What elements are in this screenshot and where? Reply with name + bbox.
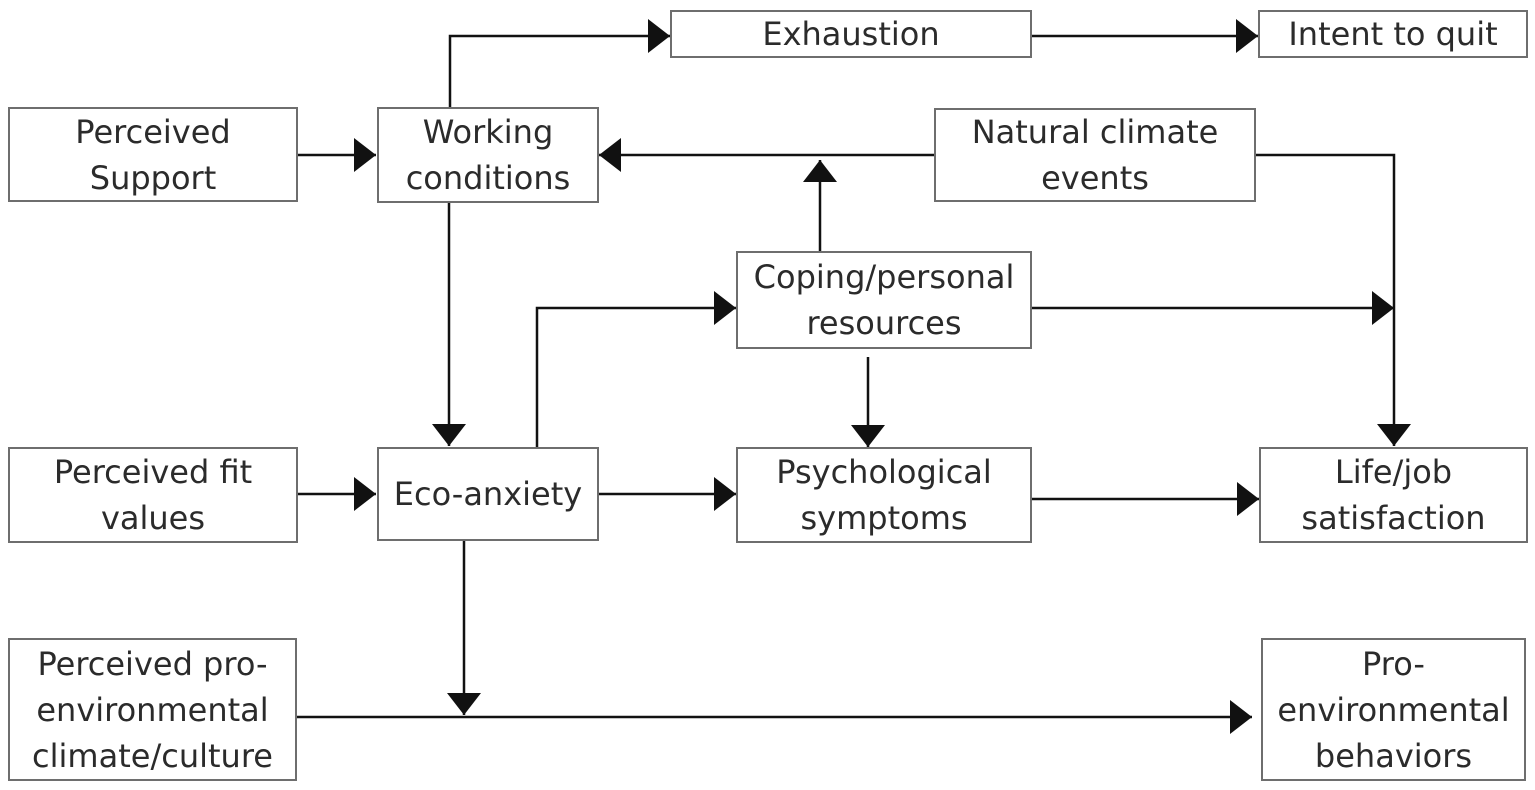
perceived-fit-values-box: Perceived fit values xyxy=(8,447,298,543)
coping-personal-resources-box: Coping/personal resources xyxy=(736,251,1032,349)
arrow-working-conditions-to-exhaustion xyxy=(448,19,670,107)
exhaustion-box: Exhaustion xyxy=(670,10,1032,58)
arrow-natural-climate-to-life-satisfaction xyxy=(1256,153,1411,446)
intent-to-quit-box: Intent to quit xyxy=(1258,10,1528,58)
working-conditions-box: Working conditions xyxy=(377,107,599,203)
arrow-eco-anxiety-to-coping xyxy=(535,291,736,447)
life-job-satisfaction-box: Life/job satisfaction xyxy=(1259,447,1528,543)
eco-anxiety-box: Eco-anxiety xyxy=(377,447,599,541)
psychological-symptoms-box: Psychological symptoms xyxy=(736,447,1032,543)
pro-environmental-behaviors-box: Pro- environmental behaviors xyxy=(1261,638,1526,781)
natural-climate-events-box: Natural climate events xyxy=(934,108,1256,202)
perceived-pro-environmental-climate-culture-box: Perceived pro- environmental climate/cul… xyxy=(8,638,297,781)
perceived-support-box: Perceived Support xyxy=(8,107,298,202)
